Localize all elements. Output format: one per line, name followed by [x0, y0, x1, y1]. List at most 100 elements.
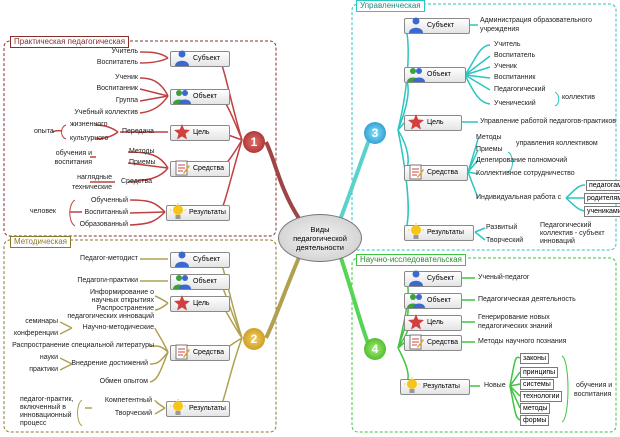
research-subject-node[interactable]: Субъект	[404, 270, 462, 287]
lightbulb-icon	[170, 399, 186, 415]
research-results-item: законы	[520, 353, 550, 364]
methodical-results-description: инновационный	[20, 412, 72, 419]
managerial-subject-item: учреждения	[480, 26, 520, 33]
methodical-results-node[interactable]: Результаты	[166, 399, 230, 417]
methodical-goal-node[interactable]: Цель	[170, 295, 230, 312]
practical-object-item: Воспитанник	[96, 85, 139, 92]
methodical-title: Методическая	[10, 236, 71, 248]
research-title: Научно-исследовательская	[356, 254, 466, 266]
practical-subject-node[interactable]: Субъект	[170, 50, 230, 67]
research-object-item: Педагогическая деятельность	[478, 296, 576, 303]
practical-goal-kind: жизненного	[70, 121, 108, 128]
group-icon	[173, 275, 191, 289]
research-object-node[interactable]: Объект	[404, 293, 462, 309]
research-results-description: обучения и	[576, 382, 613, 389]
research-means-node[interactable]: Средства	[404, 334, 462, 351]
research-results-item: принципы	[520, 367, 559, 378]
managerial-title: Управленческая	[356, 0, 425, 12]
methodical-means-seminars: конференции	[13, 330, 58, 337]
center-line-3: деятельности	[296, 242, 344, 252]
managerial-results-description: коллектив - субъект	[540, 230, 605, 237]
managerial-means-with: родителями	[584, 193, 620, 204]
star-icon	[408, 114, 424, 130]
methodical-results-description: процесс	[20, 420, 47, 427]
managerial-goal-label: Цель	[427, 119, 444, 126]
methodical-results-item: Творческий	[114, 410, 152, 417]
research-number: 4	[364, 338, 386, 360]
research-frame	[351, 257, 617, 433]
methodical-object-label: Объект	[193, 278, 217, 285]
methodical-subject-node[interactable]: Субъект	[170, 251, 230, 268]
research-results-description: воспитания	[574, 391, 612, 398]
practical-results-label: Результаты	[189, 209, 226, 216]
star-icon	[174, 124, 190, 140]
managerial-goal-node[interactable]: Цель	[404, 114, 462, 131]
methodical-results-description: включенный в	[20, 404, 66, 411]
managerial-results-description: инноваций	[540, 238, 575, 245]
managerial-means-item: Индивидуальная работа с	[476, 194, 562, 201]
methodical-goal-item: Информирование о	[90, 289, 154, 296]
methodical-object-item: Педагоги-практики	[77, 277, 138, 284]
practical-means-training: обучения и	[55, 150, 92, 157]
research-results-node[interactable]: Результаты	[400, 377, 470, 395]
methodical-object-node[interactable]: Объект	[170, 274, 230, 290]
managerial-goal-item: Управление работой педагогов-практиков	[480, 118, 616, 125]
research-results-item: системы	[520, 379, 554, 390]
lightbulb-icon	[170, 203, 186, 219]
methodical-frame	[3, 239, 277, 433]
lightbulb-icon	[404, 377, 420, 393]
managerial-object-item: Педагогический	[494, 86, 546, 93]
lightbulb-icon	[408, 223, 424, 239]
methodical-means-item: Научно-методические	[82, 324, 154, 331]
practical-means-training: воспитания	[54, 159, 92, 166]
group-icon	[407, 68, 425, 82]
practical-means-visual: технические	[71, 184, 112, 191]
managerial-means-techniques: Приемы	[476, 146, 503, 153]
star-icon	[408, 314, 424, 330]
practical-means-means: Средства	[121, 178, 153, 185]
managerial-frame	[351, 3, 617, 251]
practical-subject-item: Учитель	[111, 48, 138, 55]
methodical-results-description: педагог-практик,	[20, 396, 74, 403]
research-goal-node[interactable]: Цель	[404, 314, 462, 331]
methodical-number: 2	[243, 328, 265, 350]
research-subject-item: Ученый-педагог	[478, 274, 530, 281]
practical-subject-item: Воспитатель	[96, 59, 138, 66]
methodical-means-node[interactable]: Средства	[170, 344, 230, 361]
methodical-subject-label: Субъект	[193, 256, 221, 263]
practical-goal-label: Цель	[193, 129, 210, 136]
practical-frame	[3, 40, 277, 237]
managerial-object-node[interactable]: Объект	[404, 67, 466, 83]
practical-goal-node[interactable]: Цель	[170, 124, 230, 141]
notepad-icon	[409, 164, 424, 180]
research-results-item: технологии	[520, 391, 563, 402]
managerial-means-node[interactable]: Средства	[404, 164, 468, 181]
practical-object-item: Ученик	[115, 74, 138, 81]
practical-object-node[interactable]: Объект	[170, 89, 230, 105]
methodical-goal-item: педагогических инноваций	[67, 313, 154, 320]
managerial-means-with: педагогами	[586, 180, 620, 191]
managerial-results-label: Результаты	[427, 229, 464, 236]
practical-object-item: Группа	[115, 97, 138, 104]
practical-means-methods: Методы	[129, 148, 155, 155]
methodical-means-seminars: семинары	[25, 318, 58, 325]
managerial-results-item: Творческий	[486, 237, 524, 244]
center-line-2: педагогической	[293, 233, 347, 243]
practical-object-label: Объект	[193, 93, 217, 100]
star-icon	[174, 295, 190, 311]
practical-means-node[interactable]: Средства	[170, 160, 230, 177]
methodical-results-label: Результаты	[189, 405, 226, 412]
methodical-means-science: практики	[29, 366, 58, 373]
research-results-new: Новые	[484, 382, 506, 389]
notepad-icon	[409, 334, 424, 350]
group-icon	[407, 294, 425, 308]
managerial-object-item: Воспитанник	[494, 74, 536, 81]
managerial-results-node[interactable]: Результаты	[404, 223, 474, 241]
managerial-means-label: Средства	[427, 169, 459, 176]
practical-results-node[interactable]: Результаты	[166, 203, 230, 221]
practical-means-label: Средства	[193, 165, 225, 172]
managerial-subject-node[interactable]: Субъект	[404, 17, 470, 34]
practical-means-visual: наглядные	[77, 174, 112, 181]
managerial-results-item: Развитый	[486, 224, 518, 231]
practical-number: 1	[243, 131, 265, 153]
